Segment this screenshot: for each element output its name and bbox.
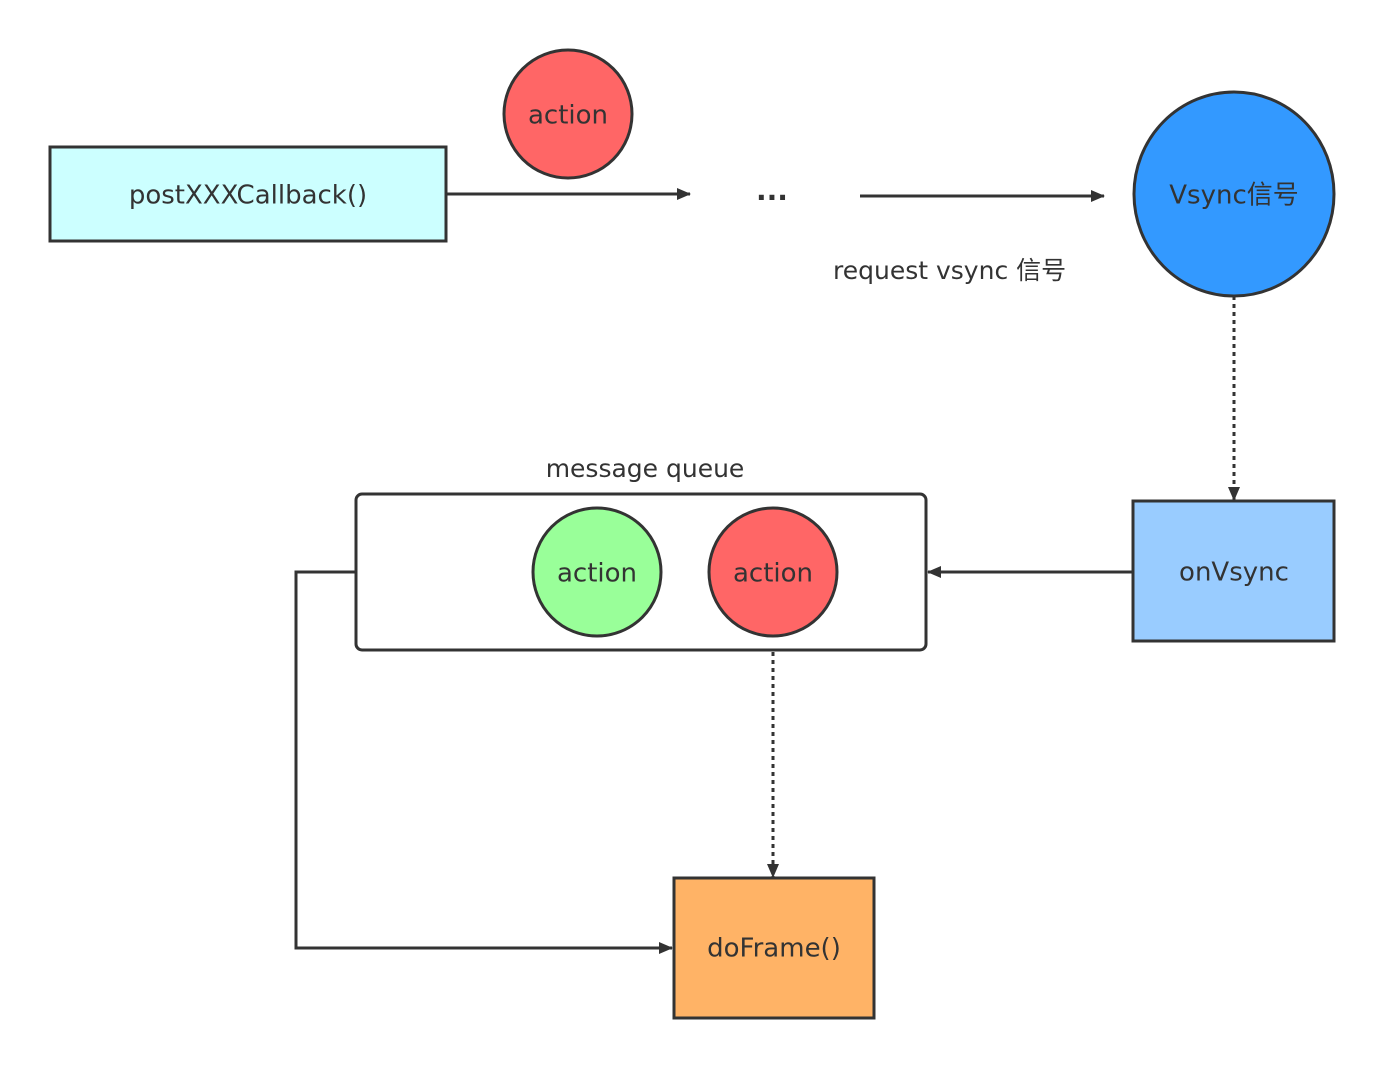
action-top-node[interactable]: action	[502, 48, 634, 180]
queue-action-green-node[interactable]: action	[531, 506, 663, 638]
vsync-signal-node[interactable]: Vsync信号	[1132, 90, 1336, 298]
vsync-signal-label: Vsync信号	[1169, 181, 1299, 211]
action-top-circle	[502, 48, 634, 180]
edge-queue-to-doframe	[294, 570, 673, 954]
queue-action-red-label: action	[733, 559, 813, 589]
request-vsync-label: request vsync 信号	[833, 256, 1066, 285]
post-callback-label: postXXXCallback()	[129, 181, 367, 211]
do-frame-box	[672, 876, 876, 1020]
queue-action-green-label: action	[557, 559, 637, 589]
queue-action-red-circle	[707, 506, 839, 638]
message-queue-title: message queue	[546, 454, 745, 483]
do-frame-node[interactable]: doFrame()	[672, 876, 876, 1020]
queue-action-red-node[interactable]: action	[707, 506, 839, 638]
action-top-label: action	[528, 101, 608, 131]
do-frame-label: doFrame()	[707, 934, 841, 964]
post-callback-node[interactable]: postXXXCallback()	[48, 145, 448, 243]
on-vsync-box	[1131, 499, 1336, 643]
on-vsync-node[interactable]: onVsync	[1131, 499, 1336, 643]
ellipsis-label: ...	[756, 174, 788, 207]
post-callback-box	[48, 145, 448, 243]
on-vsync-label: onVsync	[1179, 558, 1289, 588]
queue-action-green-circle	[531, 506, 663, 638]
vsync-signal-circle	[1132, 90, 1336, 298]
